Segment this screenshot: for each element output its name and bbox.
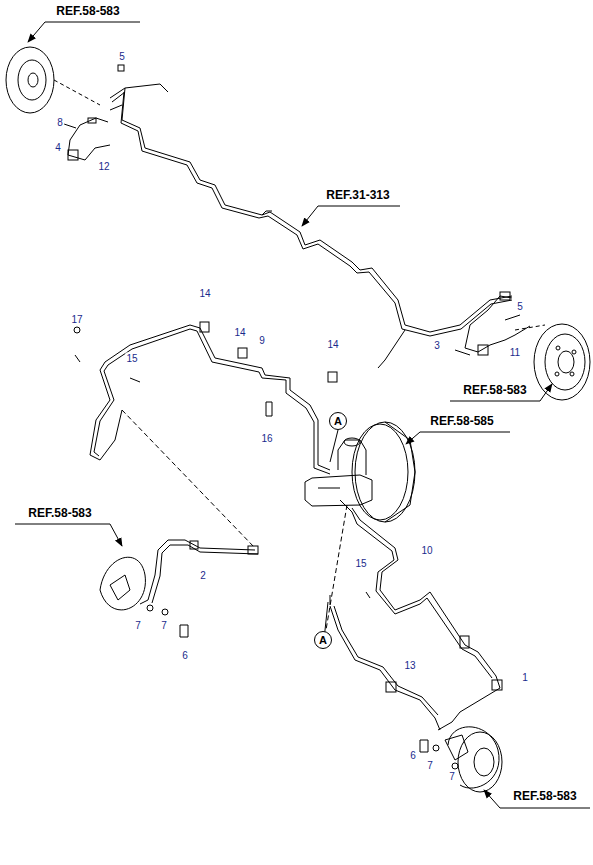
front-left-line xyxy=(74,322,337,548)
callout-number: 13 xyxy=(403,660,416,671)
callout-number: 6 xyxy=(409,750,417,761)
callout-number: 14 xyxy=(233,327,246,338)
rear-right-drum xyxy=(534,324,590,400)
connection-marker: A xyxy=(329,412,347,430)
reference-label: REF.58-583 xyxy=(462,384,527,397)
rear-right-hose xyxy=(455,292,545,355)
callout-number: 17 xyxy=(70,314,83,325)
rear-left-hose xyxy=(64,65,124,160)
callout-number: 14 xyxy=(326,339,339,350)
callout-number: 5 xyxy=(118,51,126,62)
marker-letter: A xyxy=(334,415,342,427)
front-right-disc xyxy=(433,727,502,792)
marker-letter: A xyxy=(319,634,327,646)
rear-brake-line xyxy=(110,84,512,368)
callout-number: 16 xyxy=(260,433,273,444)
reference-label: REF.58-583 xyxy=(55,5,120,18)
callout-number: 15 xyxy=(354,558,367,569)
callout-number: 1 xyxy=(521,672,529,683)
front-left-hose xyxy=(100,540,258,637)
connection-marker: A xyxy=(314,631,332,649)
callout-number: 9 xyxy=(258,335,266,346)
callout-number: 12 xyxy=(97,161,110,172)
callout-number: 8 xyxy=(56,117,64,128)
reference-label: REF.58-583 xyxy=(512,790,577,803)
front-right-line xyxy=(326,505,502,730)
callout-number: 7 xyxy=(426,760,434,771)
callout-number: 15 xyxy=(125,353,138,364)
callout-number: 4 xyxy=(54,142,62,153)
callout-number: 2 xyxy=(199,570,207,581)
brake-booster xyxy=(352,422,415,522)
callout-number: 10 xyxy=(420,545,433,556)
a-leader xyxy=(330,430,338,462)
callout-number: 5 xyxy=(516,301,524,312)
reference-label: REF.58-585 xyxy=(429,415,494,428)
reference-label: REF.58-583 xyxy=(27,507,92,520)
front-right-line-13 xyxy=(330,595,440,752)
callout-number: 11 xyxy=(509,347,521,358)
callout-number: 6 xyxy=(181,650,189,661)
master-cylinder xyxy=(305,438,372,512)
callout-number: 7 xyxy=(448,771,456,782)
callout-number: 7 xyxy=(160,620,168,631)
ref-leaders xyxy=(15,22,590,808)
callout-number: 3 xyxy=(433,340,441,351)
callout-number: 14 xyxy=(198,288,211,299)
reference-label: REF.31-313 xyxy=(325,189,390,202)
callout-number: 7 xyxy=(134,620,142,631)
rear-left-disc xyxy=(6,47,100,113)
